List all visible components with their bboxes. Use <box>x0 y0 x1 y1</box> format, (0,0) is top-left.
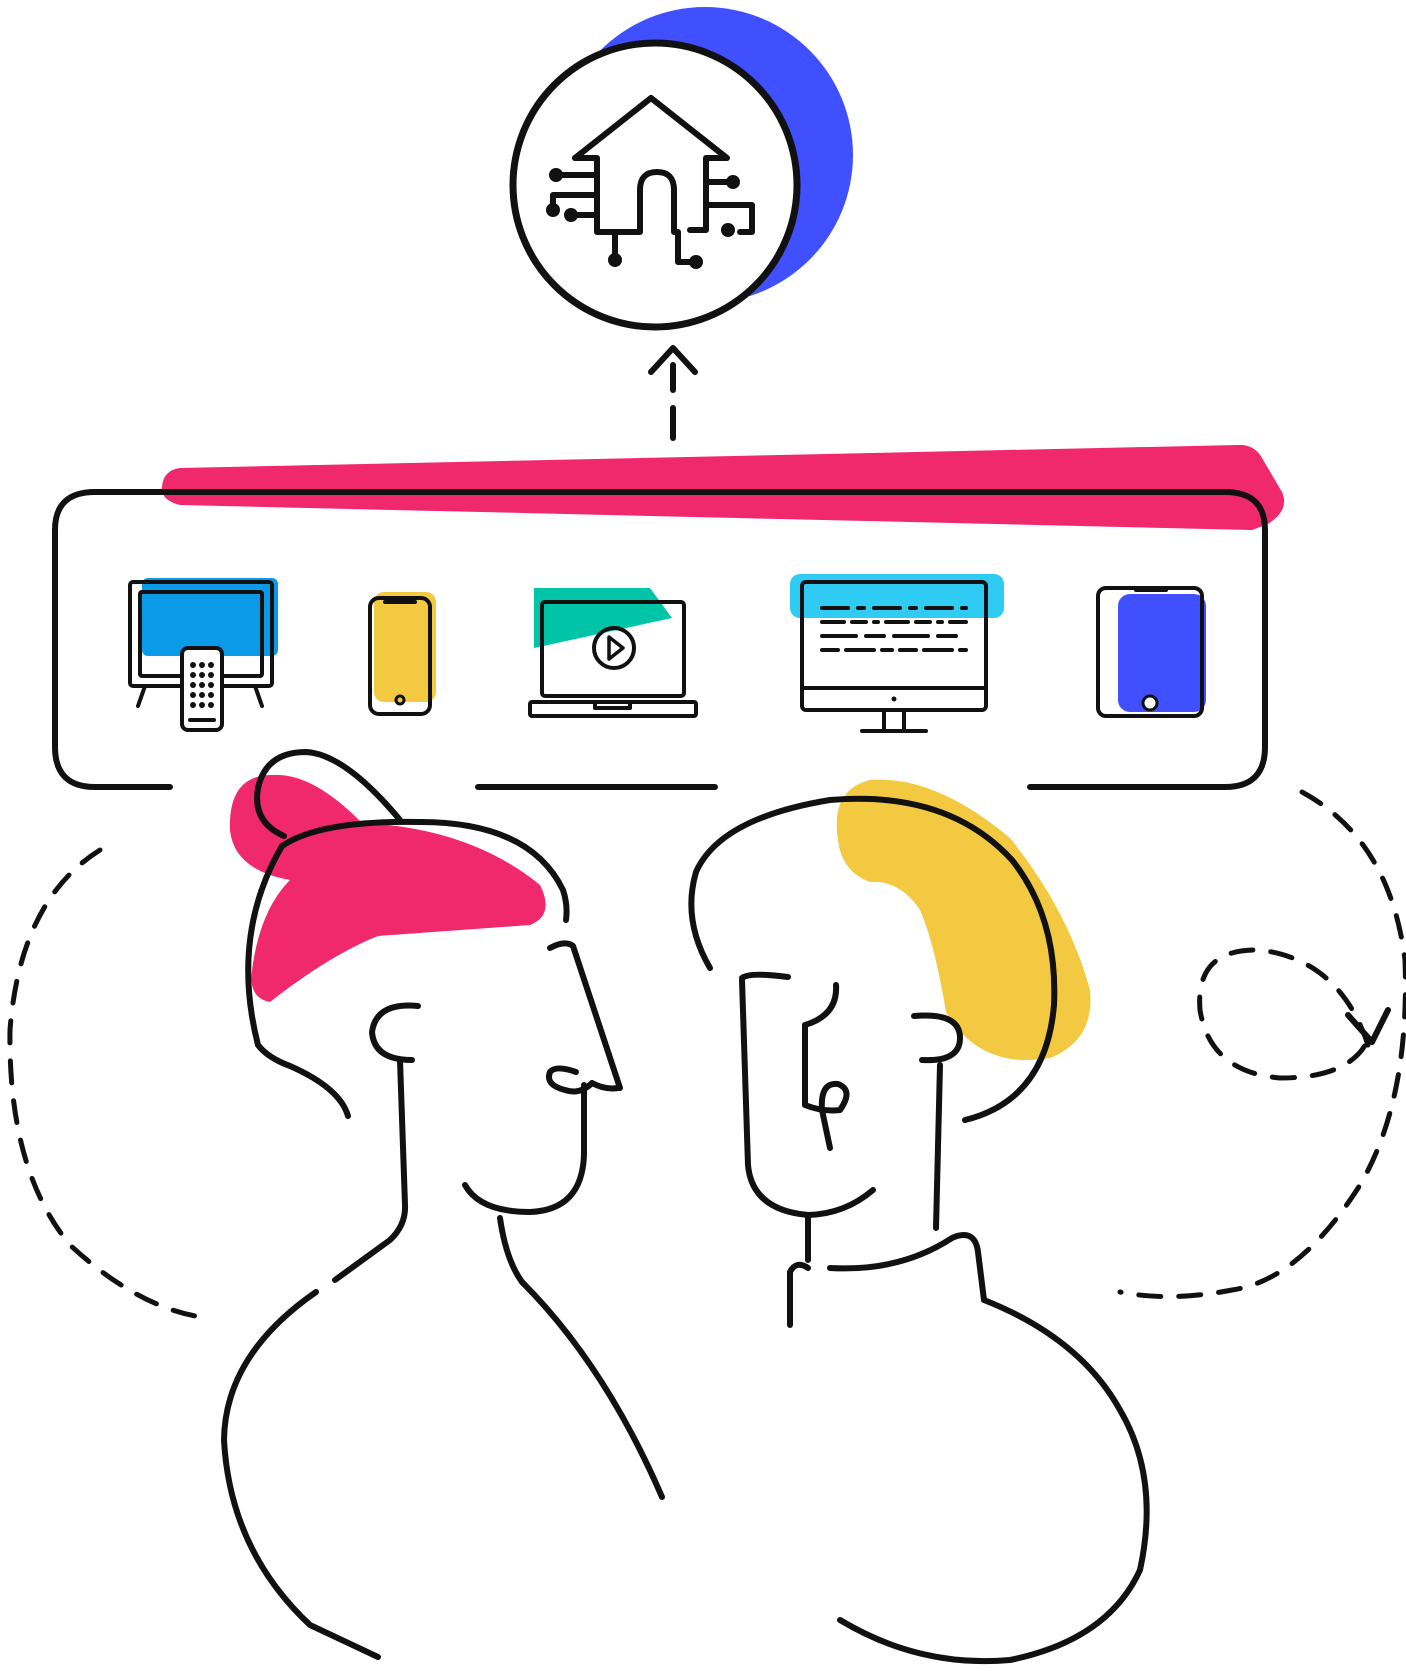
laptop-video-icon <box>528 588 698 718</box>
man-figure-icon <box>688 779 1150 1665</box>
arrow-up-icon <box>648 345 698 441</box>
smart-home-circuit-icon <box>546 95 755 269</box>
tablet-icon <box>1096 586 1206 718</box>
panel-accent-bar <box>161 444 1285 530</box>
smart-home-hub <box>509 7 853 331</box>
man-hair-accent <box>836 779 1091 1061</box>
desktop-monitor-icon <box>790 574 1004 733</box>
woman-figure-icon <box>221 749 665 1660</box>
dashed-connection-lines <box>7 789 1406 1321</box>
device-panel <box>52 444 1285 790</box>
tv-with-remote-icon <box>128 578 278 732</box>
hub-circle <box>509 39 801 331</box>
smartphone-icon <box>368 592 436 716</box>
